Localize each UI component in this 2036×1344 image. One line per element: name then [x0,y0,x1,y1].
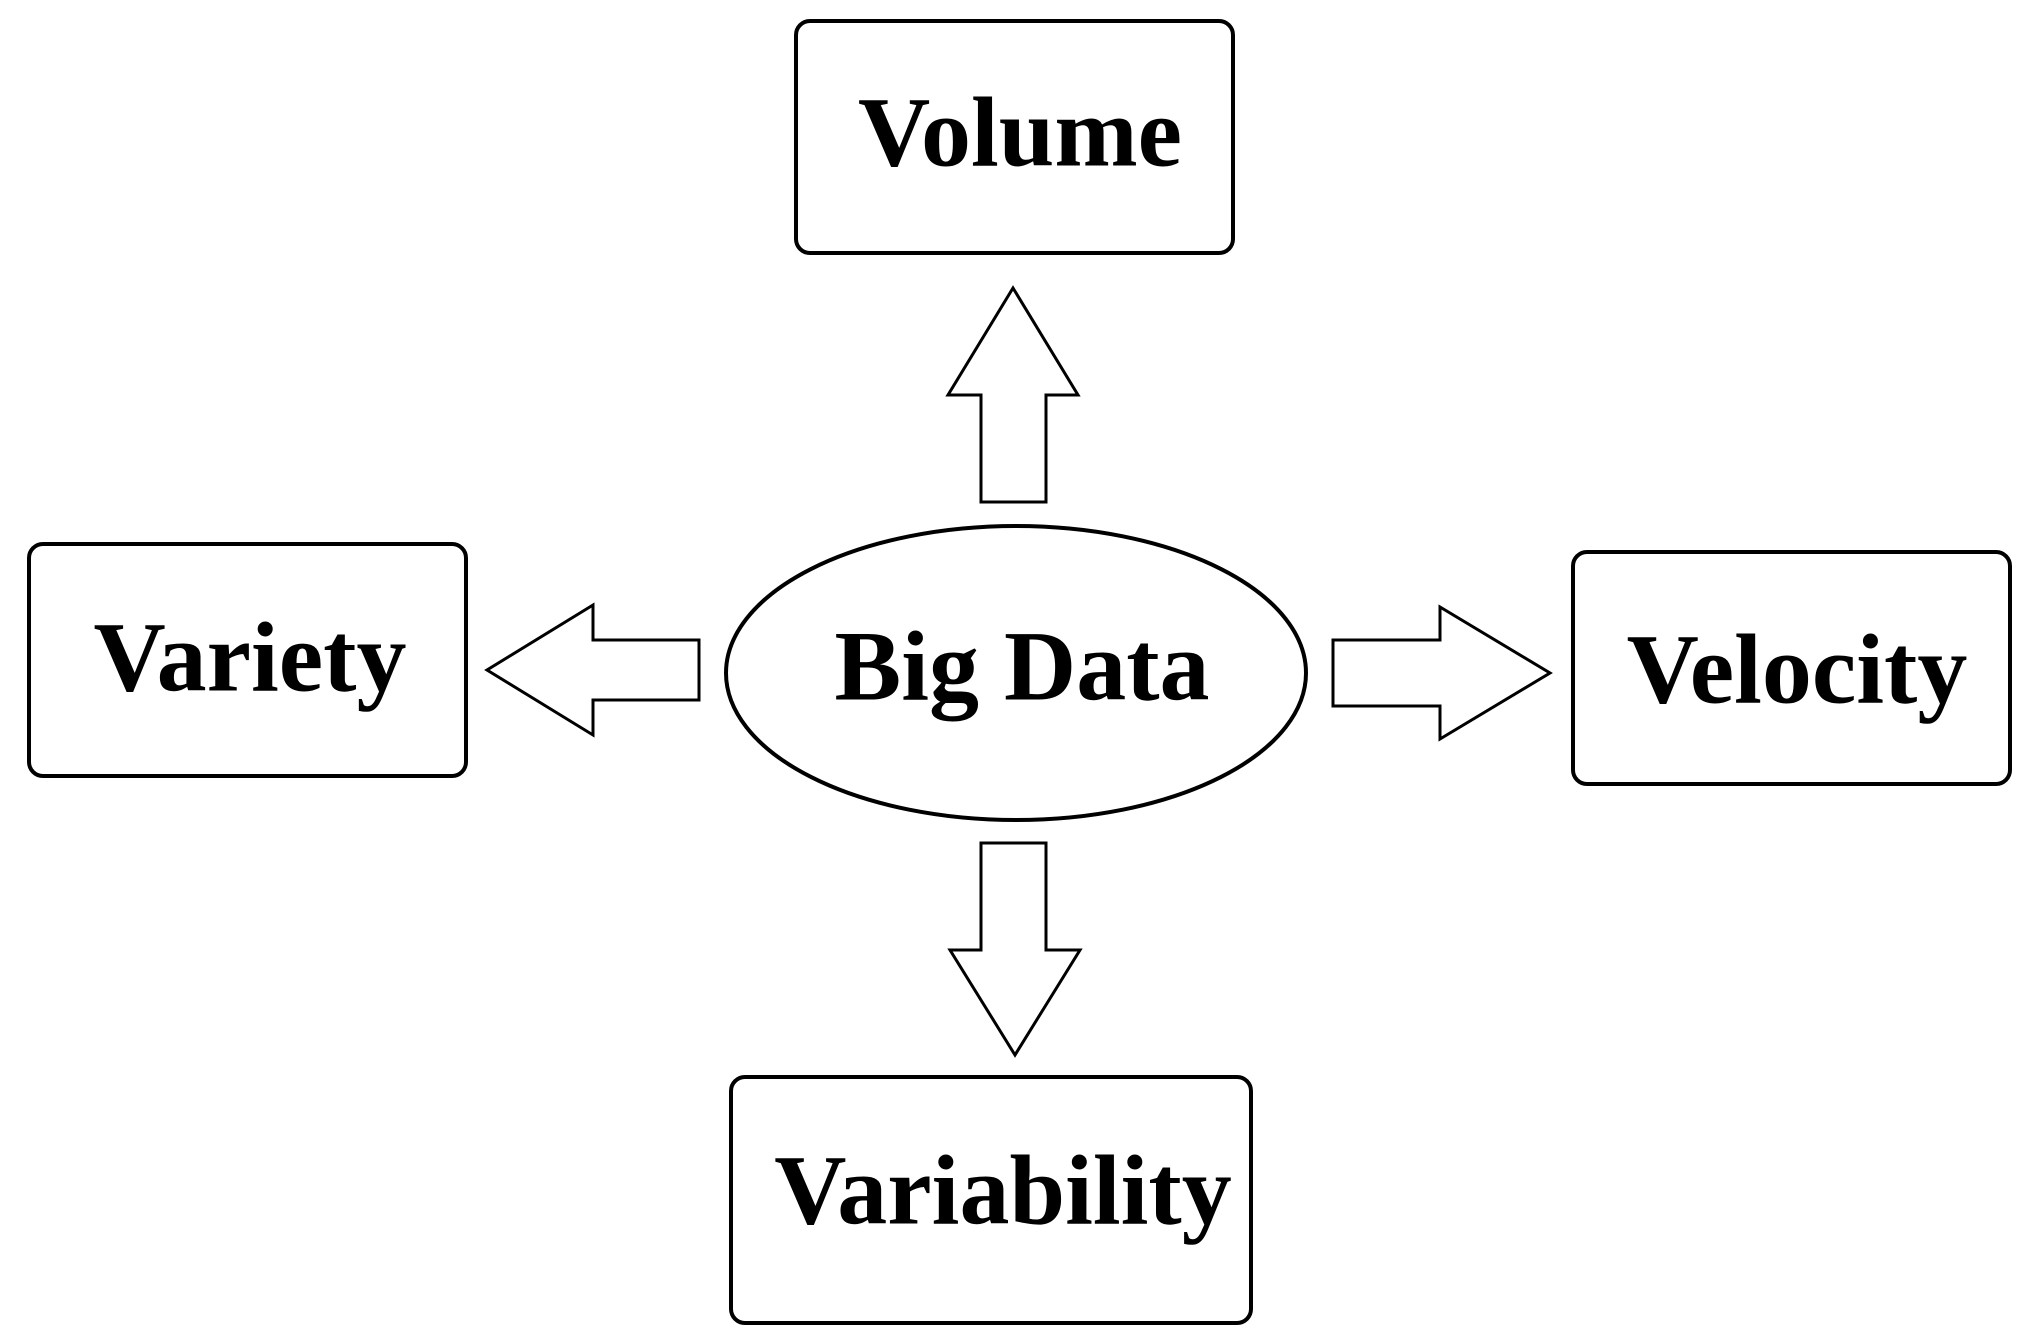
arrow-up-icon [945,285,1081,504]
node-variability: Variability [729,1075,1253,1325]
center-node: Big Data [724,524,1308,822]
node-volume-box [794,19,1235,255]
node-variability-box [729,1075,1253,1325]
arrow-down-icon [947,841,1083,1058]
center-label: Big Data [835,611,1210,722]
node-velocity-box [1571,550,2012,786]
node-variety: Variety [27,542,468,778]
node-volume-label: Volume [858,77,1182,188]
node-velocity: Velocity [1571,550,2012,786]
node-velocity-label: Velocity [1627,614,1968,725]
arrow-left-icon [484,602,701,738]
node-variety-label: Variety [94,602,407,713]
node-variability-label: Variability [774,1135,1231,1246]
node-volume: Volume [794,19,1235,255]
arrow-right-icon [1331,604,1553,742]
node-variety-box [27,542,468,778]
center-ellipse [724,524,1308,822]
